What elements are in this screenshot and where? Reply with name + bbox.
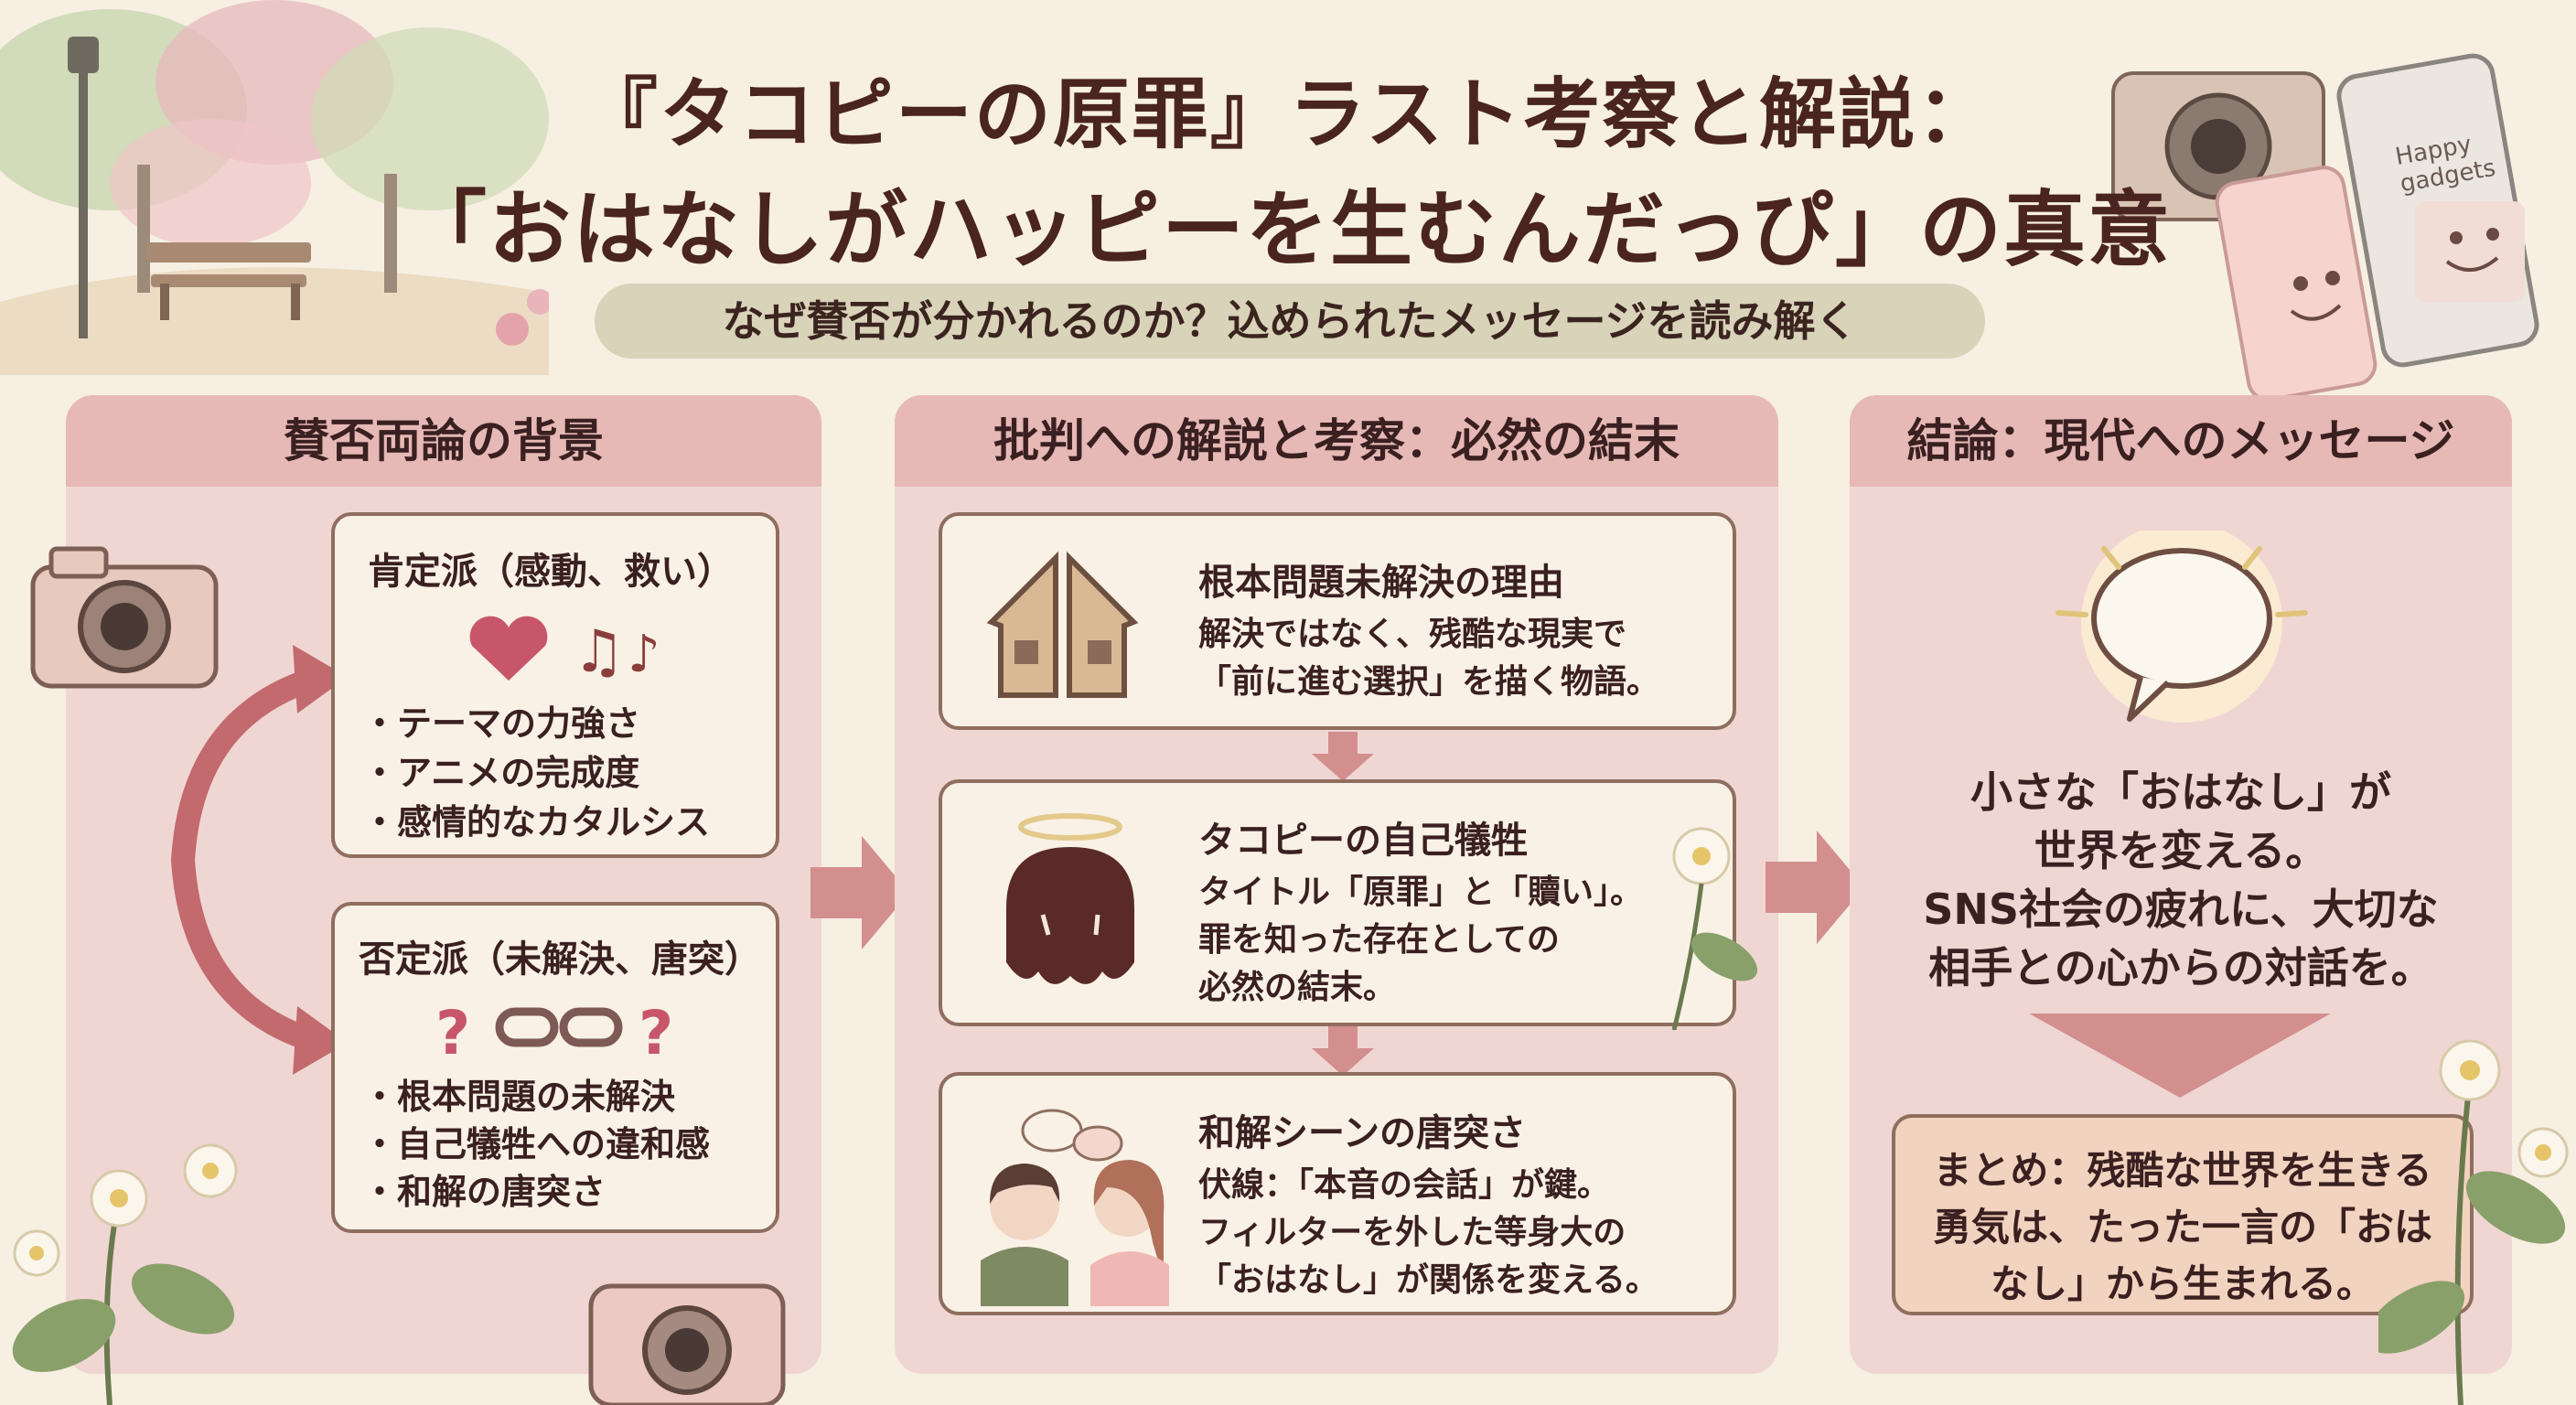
positive-item: ・感情的なカタルシス	[362, 802, 711, 842]
analysis-card-self-sacrifice: タコピーの自己犠牲 タイトル「原罪」と「贖い」。 罪を知った存在としての 必然の…	[939, 779, 1758, 1030]
analysis-card-title: 根本問題未解決の理由	[1198, 562, 1564, 604]
camera-icon-bottom	[588, 1283, 786, 1405]
triangle-down-arrow	[2029, 1014, 2331, 1098]
summary-box: まとめ：残酷な世界を生きる 勇気は、たった一言の「おは なし」から生まれる。	[1892, 1114, 2474, 1315]
negative-opinion-card: 否定派（未解決、唐突） ? ? ・根本問題の未解決 ・自己犠牲への違和感 ・和解…	[331, 902, 779, 1233]
positive-item: ・アニメの完成度	[362, 753, 640, 793]
analysis-card-line: 伏線：「本音の会話」が鍵。	[1198, 1166, 1611, 1204]
summary-line: まとめ：残酷な世界を生きる	[1933, 1148, 2432, 1193]
analysis-card-title: タコピーの自己犠牲	[1198, 820, 1528, 862]
gadgets-illustration	[2111, 53, 2539, 402]
analysis-card-line: 「おはなし」が関係を変える。	[1198, 1261, 1658, 1299]
message-line: 世界を変える。	[2034, 826, 2328, 875]
flow-arrow-right	[1766, 831, 1864, 944]
analysis-card-line: 解決ではなく、残酷な現実で	[1198, 616, 1627, 653]
positive-card-title: 肯定派（感動、救い）	[368, 551, 734, 593]
negative-item: ・根本問題の未解決	[362, 1077, 676, 1117]
svg-text:?: ?	[435, 998, 470, 1068]
analysis-card-unresolved: 根本問題未解決の理由 解決ではなく、残酷な現実で 「前に進む選択」を描く物語。	[939, 512, 1736, 730]
negative-item: ・自己犠牲への違和感	[362, 1124, 711, 1164]
camera-icon	[30, 546, 219, 689]
speech-bubble-icon	[2055, 531, 2308, 723]
flow-arrow-down	[1312, 1026, 1374, 1076]
flower-decoration	[1671, 827, 1758, 1030]
message-line: 小さな「おはなし」が	[1970, 767, 2391, 817]
broken-chain-icon: ? ?	[435, 998, 673, 1068]
title-line-2: 「おはなしがハッピーを生むんだっぴ」の真意	[404, 182, 2172, 278]
message-line: 相手との心からの対話を。	[1928, 943, 2433, 992]
message-line: SNS社会の疲れに、大切な	[1923, 885, 2439, 934]
analysis-card-reconciliation: 和解シーンの唐突さ 伏線：「本音の会話」が鍵。 フィルターを外した等身大の 「お…	[939, 1072, 1736, 1315]
analysis-card-line: 罪を知った存在としての	[1198, 921, 1560, 959]
flow-arrow-down	[1312, 732, 1374, 781]
flower-decoration	[12, 1143, 238, 1405]
column-heading: 批判への解説と考察：必然の結末	[895, 395, 1778, 487]
conversation-illustration	[981, 1109, 1169, 1306]
column-heading: 結論：現代へのメッセージ	[1850, 395, 2512, 487]
summary-line: 勇気は、たった一言の「おは	[1932, 1205, 2432, 1249]
analysis-card-title: 和解シーンの唐突さ	[1198, 1112, 1526, 1154]
column-heading: 賛否両論の背景	[66, 395, 821, 487]
negative-card-title: 否定派（未解決、唐突）	[359, 938, 761, 981]
svg-text:♪: ♪	[628, 625, 660, 684]
positive-item: ・テーマの力強さ	[362, 703, 641, 744]
analysis-card-line: 必然の結末。	[1198, 969, 1397, 1006]
flower-decoration	[2378, 1039, 2569, 1405]
analysis-card-line: タイトル「原罪」と「贖い」。	[1198, 874, 1644, 911]
flow-arrow-right	[810, 836, 909, 949]
subtitle-banner: なぜ賛否が分かれるのか？込められたメッセージを読み解く	[595, 284, 1985, 359]
svg-text:♫: ♫	[573, 618, 625, 686]
title-line-1: 『タコピーの原罪』ラスト考察と解説：	[580, 70, 1996, 159]
broken-house-icon	[986, 551, 1138, 698]
positive-opinion-card: 肯定派（感動、救い） ♫ ♪ ・テーマの力強さ ・アニメの完成度 ・感情的なカタ…	[331, 512, 779, 858]
park-scene-illustration	[0, 0, 549, 375]
analysis-card-line: 「前に進む選択」を描く物語。	[1198, 663, 1660, 701]
summary-line: なし」から生まれる。	[1990, 1261, 2375, 1306]
takopi-character-icon	[1006, 813, 1134, 984]
analysis-card-line: フィルターを外した等身大の	[1198, 1214, 1626, 1251]
svg-text:?: ?	[639, 998, 673, 1068]
split-arrows-icon	[171, 645, 348, 1075]
heart-music-icon: ♫ ♪	[469, 616, 660, 686]
negative-item: ・和解の唐突さ	[362, 1172, 606, 1212]
